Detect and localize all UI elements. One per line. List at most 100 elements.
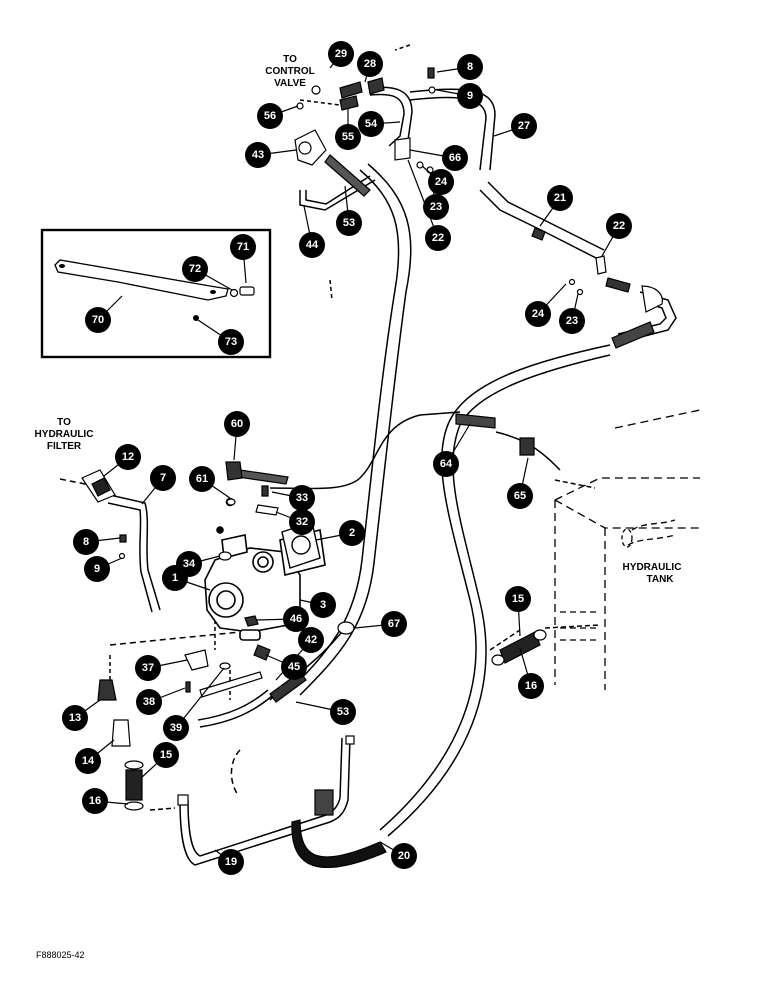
callout-number: 42 [305, 634, 317, 646]
callout-bubble [328, 41, 354, 67]
hose-lines [59, 44, 677, 866]
to-hydraulic-filter-caption: TO HYDRAULIC FILTER [35, 417, 94, 452]
hydraulic-tank-caption: HYDRAULIC TANK [623, 562, 682, 585]
callout-number: 29 [335, 48, 347, 60]
callout-number: 22 [613, 220, 625, 232]
callout-number: 38 [143, 696, 155, 708]
callout-24: 24 [421, 165, 454, 195]
callout-bubble [84, 556, 110, 582]
callout-number: 7 [160, 472, 166, 484]
callout-number: 27 [518, 120, 530, 132]
callout-bubble [283, 606, 309, 632]
callout-16: 16 [82, 788, 129, 814]
callout-number: 23 [566, 315, 578, 327]
callout-bubble [507, 483, 533, 509]
callout-bubble [423, 194, 449, 220]
callout-28: 28 [357, 51, 383, 83]
callout-bubble [257, 103, 283, 129]
callout-8: 8 [73, 529, 121, 555]
callout-number: 13 [69, 712, 81, 724]
callout-38: 38 [136, 687, 186, 715]
callout-bubble [433, 451, 459, 477]
callout-44: 44 [299, 205, 325, 258]
callout-32: 32 [275, 509, 315, 535]
callout-number: 73 [225, 336, 237, 348]
callout-bubble [136, 689, 162, 715]
callout-bubble [189, 466, 215, 492]
callout-number: 1 [172, 572, 178, 584]
callout-43: 43 [245, 142, 297, 168]
callout-bubble [381, 611, 407, 637]
fittings [81, 67, 663, 869]
callout-bubble [289, 485, 315, 511]
callout-8: 8 [436, 54, 483, 80]
callout-29: 29 [328, 41, 354, 69]
callout-bubble [358, 111, 384, 137]
callout-number: 8 [467, 61, 473, 73]
callout-bubble [298, 627, 324, 653]
callout-bubble [330, 699, 356, 725]
callout-number: 53 [337, 706, 349, 718]
callout-number: 53 [343, 217, 355, 229]
callout-23: 23 [559, 293, 585, 334]
callout-19: 19 [214, 849, 244, 875]
callout-number: 44 [306, 239, 319, 251]
callout-70: 70 [85, 295, 123, 333]
callout-bubble [163, 715, 189, 741]
caption-line: TO [283, 54, 297, 65]
callout-bubble [505, 586, 531, 612]
callout-bubble [218, 849, 244, 875]
callout-bubble [457, 83, 483, 109]
callout-bubble [82, 788, 108, 814]
callout-number: 60 [231, 418, 243, 430]
callout-3: 3 [299, 592, 336, 618]
callout-number: 24 [435, 176, 448, 188]
figure-code: F888025-42 [36, 950, 85, 960]
hydraulic-tank [554, 409, 701, 690]
callout-number: 54 [365, 118, 378, 130]
callout-33: 33 [271, 485, 315, 511]
callout-number: 56 [264, 110, 276, 122]
callout-9: 9 [436, 83, 483, 109]
callout-bubble [245, 142, 271, 168]
callout-bubble [511, 113, 537, 139]
callout-bubble [73, 529, 99, 555]
callout-bubble [75, 748, 101, 774]
callout-bubble [299, 232, 325, 258]
callout-number: 23 [430, 201, 442, 213]
callout-number: 21 [554, 192, 566, 204]
callout-number: 15 [160, 749, 172, 761]
callout-bubble [457, 54, 483, 80]
callout-bubble [289, 509, 315, 535]
callout-bubble [135, 655, 161, 681]
bracket-inset [40, 228, 272, 359]
callout-number: 24 [532, 308, 545, 320]
callout-number: 2 [349, 527, 355, 539]
callout-14: 14 [75, 739, 115, 774]
callout-number: 34 [183, 558, 196, 570]
callout-number: 12 [122, 451, 134, 463]
callout-7: 7 [141, 465, 176, 505]
callout-bubble [230, 234, 256, 260]
callout-number: 45 [288, 661, 300, 673]
callout-bubble [281, 654, 307, 680]
callout-bubble [547, 185, 573, 211]
callout-23: 23 [423, 171, 449, 220]
callout-71: 71 [230, 234, 256, 284]
callout-bubble [182, 256, 208, 282]
callout-39: 39 [163, 667, 225, 741]
callout-bubble [357, 51, 383, 77]
callout-number: 46 [290, 613, 302, 625]
gasket [281, 521, 321, 569]
callout-9: 9 [84, 556, 123, 582]
callout-bubble [218, 329, 244, 355]
callout-number: 15 [512, 593, 524, 605]
caption-line: HYDRAULIC [623, 562, 682, 573]
callout-number: 33 [296, 492, 308, 504]
callout-bubble [150, 465, 176, 491]
callout-66: 66 [409, 145, 468, 171]
callout-72: 72 [182, 256, 233, 291]
callout-number: 37 [142, 662, 154, 674]
callout-number: 66 [449, 152, 461, 164]
